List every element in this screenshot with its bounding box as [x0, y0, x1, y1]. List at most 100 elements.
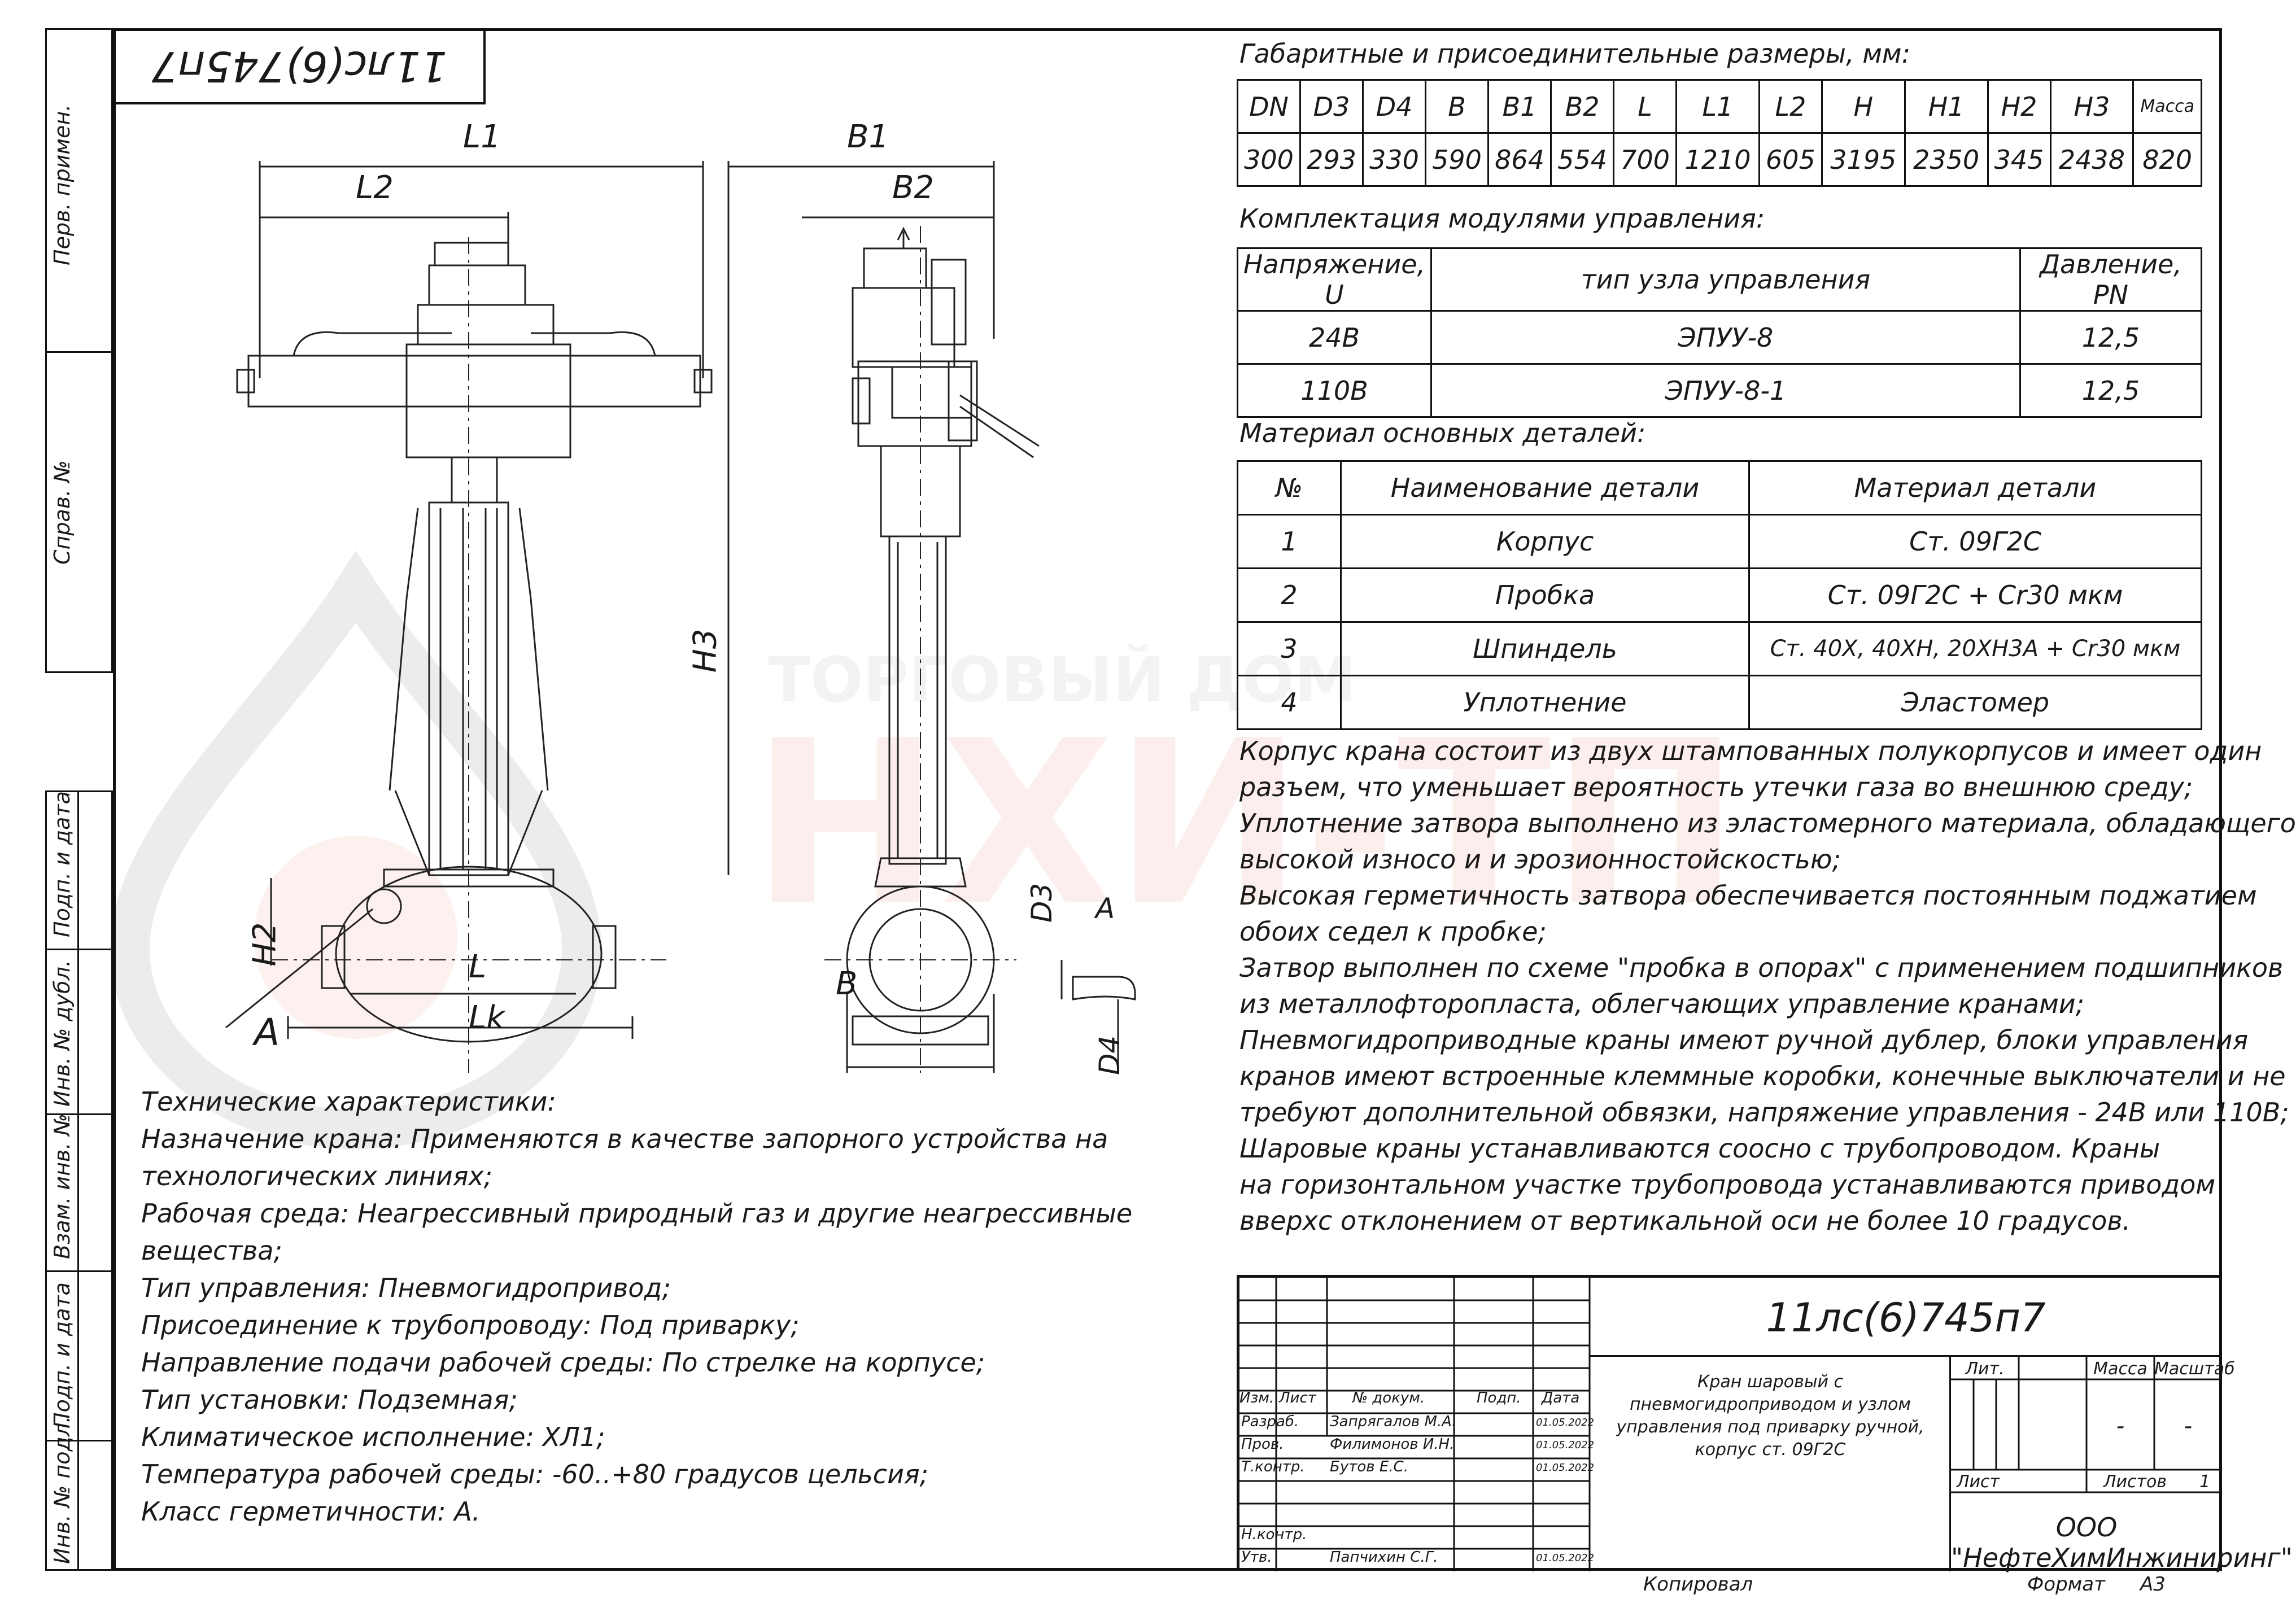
tech-line: технологических линиях;	[141, 1161, 493, 1191]
stamp-scale-value: -	[2184, 1413, 2193, 1439]
side-label-podp2: Подп. и дата	[50, 1282, 75, 1428]
dims-header: Масса	[2132, 79, 2202, 134]
side-label-sprav: Справ. №	[50, 460, 75, 565]
code-box: 11лс(6)745п7	[113, 28, 486, 104]
detail-A-label: A	[1095, 892, 1115, 925]
material-header: №	[1237, 460, 1342, 515]
stamp-col-list: Лист	[1279, 1390, 1316, 1406]
stamp-col-date: Дата	[1542, 1390, 1580, 1406]
material-cell: Эластомер	[1748, 675, 2202, 730]
stamp-sheets-value: 1	[2199, 1472, 2211, 1492]
description-line: требуют дополнительной обвязки, напряжен…	[1239, 1097, 2289, 1128]
title-block: Изм. Лист № докум. Подп. Дата Разраб. За…	[1237, 1275, 2293, 1573]
copied-label: Копировал	[1643, 1573, 1753, 1596]
control-cell: 24В	[1237, 310, 1432, 365]
format-label: Формат	[2027, 1573, 2105, 1596]
description-line: разъем, что уменьшает вероятность утечки…	[1239, 772, 2193, 802]
dims-value: 605	[1758, 132, 1823, 187]
dims-header: B1	[1487, 79, 1552, 134]
stamp-date: 01.05.2022	[1536, 1462, 1595, 1474]
dims-value: 1210	[1675, 132, 1760, 187]
side-label-perv: Перв. примен.	[50, 104, 75, 265]
tech-line: Рабочая среда: Неагрессивный природный г…	[141, 1198, 1133, 1229]
side-view-drawing	[727, 161, 1136, 1073]
stamp-person: Филимонов И.Н.	[1330, 1436, 1455, 1453]
drawing-frame	[113, 28, 2222, 1571]
stamp-mass-value: -	[2116, 1413, 2125, 1439]
dims-value: 554	[1550, 132, 1615, 187]
tech-line: вещества;	[141, 1235, 282, 1266]
stamp-col-podp: Подп.	[1477, 1390, 1521, 1406]
tech-line: Климатическое исполнение: ХЛ1;	[141, 1422, 605, 1452]
side-label-vzam: Взам. инв. №	[50, 1113, 75, 1259]
tech-line: Направление подачи рабочей среды: По стр…	[141, 1347, 985, 1378]
stamp-person: Запрягалов М.А.	[1330, 1413, 1457, 1430]
dims-header: H3	[2049, 79, 2135, 134]
stamp-desc-line: управления под приварку ручной,	[1616, 1417, 1924, 1437]
description-line: Затвор выполнен по схеме "пробка в опора…	[1239, 953, 2284, 983]
stamp-role: Утв.	[1241, 1549, 1272, 1566]
description-line: обоих седел к пробке;	[1239, 916, 1547, 947]
description-line: Высокая герметичность затвора обеспечива…	[1239, 880, 2257, 911]
stamp-desc-line: корпус ст. 09Г2С	[1695, 1440, 1846, 1460]
material-header: Наименование детали	[1340, 460, 1750, 515]
stamp-desc-line: пневмогидроприводом и узлом	[1629, 1395, 1911, 1414]
dims-value: 864	[1487, 132, 1552, 187]
material-table: № Наименование детали Материал детали 1 …	[1237, 460, 2202, 730]
dim-B2: B2	[892, 169, 935, 206]
dims-value: 2438	[2049, 132, 2135, 187]
dims-value: 2350	[1904, 132, 1989, 187]
material-cell: Шпиндель	[1340, 621, 1750, 676]
dims-header: D3	[1299, 79, 1364, 134]
dims-header: DN	[1236, 79, 1302, 134]
dim-D4: D4	[1093, 1035, 1127, 1076]
tech-line: Температура рабочей среды: -60..+80 град…	[141, 1459, 929, 1489]
material-cell: 3	[1237, 621, 1342, 676]
dims-value: 330	[1362, 132, 1427, 187]
stamp-role: Разраб.	[1241, 1413, 1299, 1430]
stamp-person: Бутов Е.С.	[1330, 1458, 1408, 1475]
tech-line: Присоединение к трубопроводу: Под привар…	[141, 1310, 800, 1340]
dims-value: 820	[2132, 132, 2202, 187]
tech-line: Тип управления: Пневмогидропривод;	[141, 1273, 671, 1303]
stamp-company: ООО "НефтеХимИнжиниринг"	[1951, 1512, 2293, 1573]
stamp-role: Н.контр.	[1241, 1526, 1307, 1543]
dims-value: 590	[1425, 132, 1490, 187]
title-block-grid	[1239, 1278, 1591, 1571]
stamp-person: Папчихин С.Г.	[1330, 1549, 1438, 1566]
side-label-inv-dubl: Инв. № дубл.	[50, 960, 75, 1107]
watermark-line2: НХИ-ТП	[751, 693, 1740, 955]
dims-table-title: Габаритные и присоединительные размеры, …	[1239, 38, 1911, 69]
dim-D3: D3	[1025, 882, 1059, 923]
material-cell: Корпус	[1340, 514, 1750, 569]
material-cell: Ст. 09Г2С + Cr30 мкм	[1748, 567, 2202, 623]
code-box-text: 11лс(6)745п7	[151, 42, 447, 90]
stamp-desc-line: Кран шаровый с	[1697, 1372, 1843, 1392]
format-value: А3	[2140, 1573, 2166, 1596]
description-line: Уплотнение затвора выполнено из эластоме…	[1239, 808, 2296, 838]
description-line: Корпус крана состоит из двух штампованны…	[1239, 736, 2262, 766]
dims-table: DN D3 D4 B B1 B2 L L1 L2 H H1 H2 H3 Масс…	[1236, 79, 2202, 187]
stamp-mass-label: Масса	[2093, 1359, 2147, 1379]
stamp-code: 11лс(6)745п7	[1766, 1295, 2046, 1341]
dim-H3: H3	[687, 628, 724, 673]
dims-header: B	[1425, 79, 1490, 134]
dim-L2: L2	[356, 169, 394, 206]
material-cell: 1	[1237, 514, 1342, 569]
dim-L: L	[469, 949, 487, 985]
control-table: Напряжение, U тип узла управления Давлен…	[1237, 247, 2202, 418]
description-line: Шаровые краны устанавливаются соосно с т…	[1239, 1133, 2160, 1164]
description-line: Пневмогидроприводные краны имеют ручной …	[1239, 1025, 2249, 1055]
dims-value: 700	[1613, 132, 1678, 187]
tech-line: Тип установки: Подземная;	[141, 1384, 518, 1415]
description-line: на горизонтальном участке трубопровода у…	[1239, 1169, 2216, 1200]
dims-value: 300	[1236, 132, 1302, 187]
material-cell: Пробка	[1340, 567, 1750, 623]
control-cell: 110В	[1237, 363, 1432, 418]
description-line: вверхс отклонением от вертикальной оси н…	[1239, 1205, 2131, 1236]
front-view-drawing	[225, 161, 713, 1073]
dim-H2: H2	[246, 922, 283, 967]
stamp-date: 01.05.2022	[1536, 1552, 1595, 1564]
material-cell: Ст. 40Х, 40ХН, 20ХН3А + Cr30 мкм	[1748, 621, 2202, 676]
control-cell: ЭПУУ-8-1	[1430, 363, 2021, 418]
